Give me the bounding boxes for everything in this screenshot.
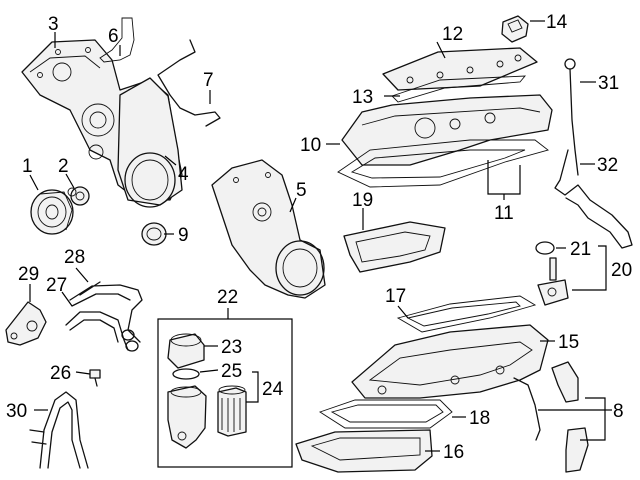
oil-filter-group-box: [157, 318, 293, 468]
splash-shield: [343, 221, 446, 273]
callout-15: 15: [558, 332, 579, 353]
leader-11: [487, 160, 521, 195]
callout-23: 23: [221, 337, 242, 358]
callout-8: 8: [613, 401, 624, 422]
callout-1: 1: [22, 156, 33, 177]
filter-housing-cap: [167, 333, 205, 369]
callout-6: 6: [108, 26, 119, 47]
filter-housing: [167, 385, 207, 449]
cover-gasket: [99, 17, 135, 63]
rear-cover: [211, 159, 326, 299]
callout-29: 29: [18, 264, 39, 285]
callout-20: 20: [611, 260, 632, 281]
callout-14: 14: [546, 12, 568, 33]
oil-filler-cap: [501, 15, 529, 43]
heater-hose: [29, 391, 89, 469]
callout-26: 26: [50, 363, 71, 384]
bracket-wire: [157, 39, 221, 127]
leader-26: [75, 371, 91, 375]
callout-32: 32: [597, 155, 618, 176]
callout-18: 18: [469, 408, 490, 429]
oil-filter-element: [217, 385, 247, 437]
callout-27: 27: [46, 275, 67, 296]
callout-4: 4: [178, 164, 189, 185]
bolt: [89, 369, 101, 387]
valve-cover: [341, 94, 553, 166]
callout-7: 7: [203, 70, 214, 91]
leader-8: [580, 397, 606, 441]
leader-20: [572, 245, 607, 291]
callout-12: 12: [442, 24, 463, 45]
leader-28: [75, 267, 89, 283]
coolant-hoses: [65, 281, 143, 352]
leader-24: [246, 371, 259, 403]
leader-27: [61, 291, 73, 307]
callout-17: 17: [385, 286, 406, 307]
callout-28: 28: [64, 247, 85, 268]
callout-2: 2: [58, 156, 69, 177]
front-seal: [67, 186, 90, 206]
leader-12: [436, 41, 446, 59]
engine-cover: [382, 47, 538, 91]
lower-pan-gasket: [318, 399, 453, 429]
callout-21: 21: [570, 239, 591, 260]
callout-16: 16: [443, 442, 464, 463]
callout-13: 13: [352, 87, 373, 108]
callout-10: 10: [300, 135, 321, 156]
oil-level-sensor: [537, 257, 569, 306]
oil-pan-lower: [295, 429, 433, 473]
oil-pan-gasket: [396, 295, 537, 333]
leader-2: [65, 173, 75, 189]
filter-o-ring: [172, 368, 200, 380]
oil-pan-upper: [351, 324, 549, 399]
leader-1: [29, 174, 39, 191]
callout-19: 19: [352, 190, 373, 211]
callout-31: 31: [598, 73, 619, 94]
callout-24: 24: [262, 379, 284, 400]
callout-30: 30: [6, 401, 27, 422]
leader-4: [164, 155, 177, 166]
callout-9: 9: [178, 225, 189, 246]
timing-cover-side: [117, 77, 183, 208]
pulley: [30, 189, 74, 235]
callout-22: 22: [217, 287, 238, 308]
callout-5: 5: [296, 180, 307, 201]
hose-fitting: [5, 301, 47, 346]
cover-gasket-seal: [391, 75, 527, 103]
valve-cover-gasket: [337, 139, 549, 188]
callout-25: 25: [221, 361, 242, 382]
o-ring: [535, 241, 555, 255]
leader-25: [199, 369, 219, 373]
pan-brackets: [513, 361, 589, 473]
leader-5: [289, 197, 297, 213]
dipstick-assembly: [554, 58, 633, 249]
callout-3: 3: [48, 14, 59, 35]
callout-11: 11: [494, 203, 514, 224]
leader-17: [397, 305, 409, 319]
seal-ring: [141, 222, 167, 246]
